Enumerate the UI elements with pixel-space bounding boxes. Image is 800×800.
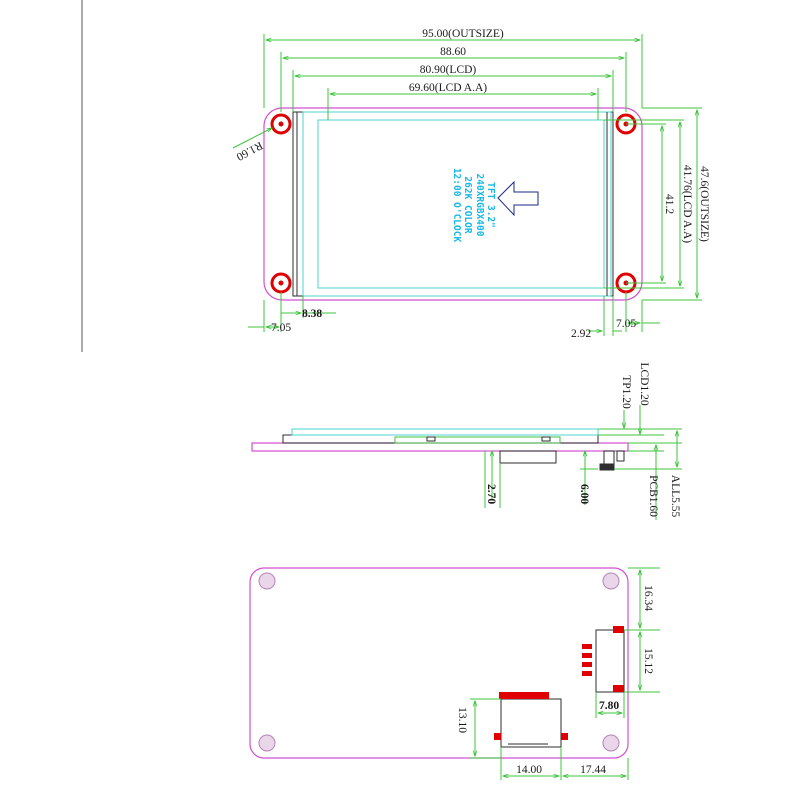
back-pcb-outline (249, 567, 629, 759)
side-connector-strip (394, 436, 561, 444)
dim-header-height: 6.00 (578, 484, 590, 504)
dim-corner-radius: R1.60 (234, 139, 264, 163)
dim-inner-height: 41.2 (663, 194, 675, 214)
lcd-frame (302, 111, 612, 297)
dim-left-edge-offset: 7.05 (271, 322, 291, 334)
dim-lcd-width: 80.90(LCD) (420, 64, 477, 76)
dim-tp-thickness: TP1.20 (620, 375, 632, 409)
panel-note-line2: 240XRGBX400 (474, 174, 485, 237)
side-pin-header-base (599, 463, 615, 471)
dim-header-length: 15.12 (642, 648, 654, 674)
back-mounting-hole (258, 734, 276, 752)
dim-right-edge-offset: 7.05 (616, 318, 636, 330)
dim-lcd-aa-height: 41.76(LCD A.A) (681, 165, 693, 243)
mounting-hole-top-left (270, 113, 292, 135)
panel-note-line1: TFT 3.2" (485, 182, 496, 228)
panel-note-line3: 262K COLOR (462, 176, 473, 233)
dim-all-thickness: ALL5.55 (669, 475, 681, 518)
side-pcb (251, 442, 629, 452)
panel-note-line4: 12:00 O'CLOCK (451, 168, 462, 243)
side-connector-pad (426, 436, 436, 442)
radius-leader (232, 128, 272, 149)
side-connector-pad (541, 436, 551, 442)
side-view: LCD1.20 TP1.20 ALL5.55 PCB1.60 2.70 6.00 (251, 362, 682, 520)
back-header-pins (582, 644, 592, 676)
back-header-pad (613, 626, 624, 633)
front-view: TFT 3.2" 240XRGBX400 262K COLOR 12:00 O'… (232, 28, 710, 340)
dim-left-lcd-offset: 8.38 (302, 308, 322, 320)
back-header-pad (613, 685, 624, 692)
dim-right-lcd-offset: 2.92 (571, 328, 591, 340)
side-fpc-connector (499, 450, 557, 464)
dim-lcd-thickness: LCD1.20 (638, 362, 650, 405)
dim-pcb-thickness: PCB1.60 (647, 475, 659, 517)
back-mounting-hole (602, 572, 620, 590)
pcb-outline (263, 107, 643, 301)
side-touch-panel (291, 428, 599, 436)
back-fpc-latch (494, 733, 501, 740)
back-fpc-latch (561, 733, 568, 740)
dim-outsize-height: 47.6(OUTSIZE) (698, 166, 710, 242)
dim-top-to-header: 16.34 (642, 585, 654, 611)
back-mounting-hole (258, 572, 276, 590)
dim-header-offset: 7.80 (599, 700, 619, 712)
back-mounting-hole (602, 734, 620, 752)
back-fpc-connector (500, 698, 562, 748)
dim-lcd-aa-width: 69.60(LCD A.A) (409, 82, 487, 94)
viewing-direction-arrow-icon (497, 180, 539, 217)
dim-fpc-right-offset: 17.44 (580, 764, 606, 776)
dim-fpc-width: 14.00 (516, 764, 542, 776)
back-view: 16.34 15.12 7.80 13.10 14.00 17.44 (249, 567, 660, 780)
side-pin-stub (616, 450, 625, 462)
dim-hole-pitch: 88.60 (440, 46, 466, 58)
dim-fpc-height: 13.10 (456, 707, 468, 733)
back-fpc-contacts (499, 692, 549, 699)
side-lcd (282, 434, 599, 444)
dim-outsize-width: 95.00(OUTSIZE) (422, 28, 504, 40)
lcd-active-area (317, 119, 605, 289)
back-header-outline (595, 629, 625, 693)
mounting-hole-bottom-left (270, 272, 292, 294)
dim-connector-height: 2.70 (485, 484, 497, 504)
